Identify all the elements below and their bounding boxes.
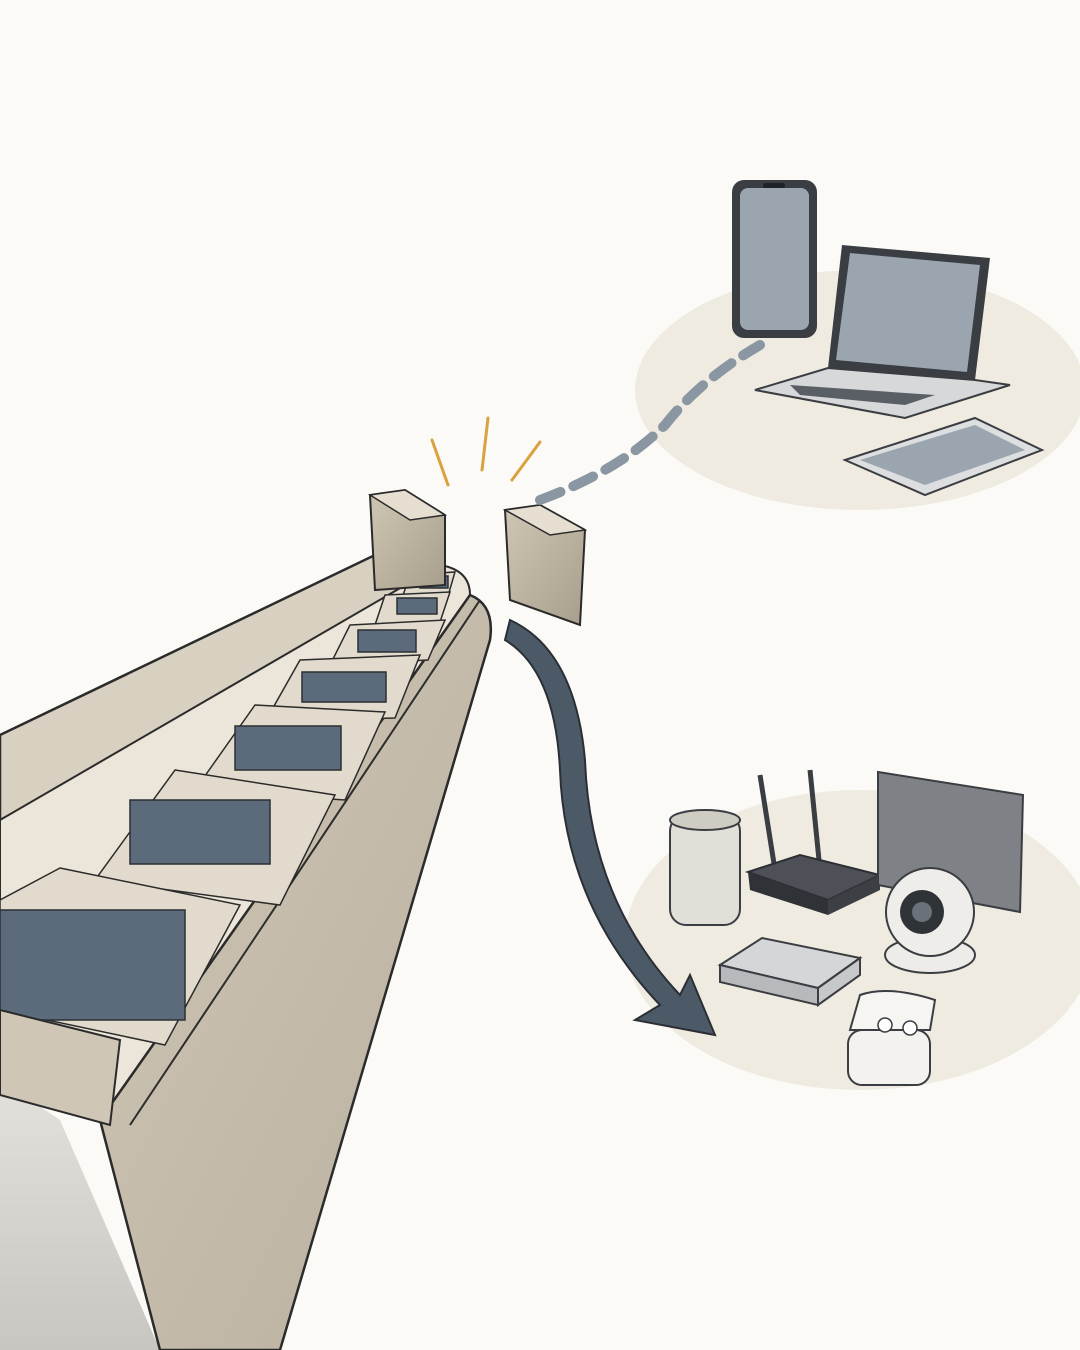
chip-icon — [234, 725, 342, 771]
gate-block-left — [367, 488, 448, 592]
everyday-route-arrow — [503, 618, 717, 1037]
wifi-router-icon — [744, 769, 883, 915]
smartphone-icon — [732, 180, 817, 338]
security-camera-icon — [884, 867, 976, 974]
chip-tray-5 — [193, 704, 387, 801]
chip-icon — [0, 909, 186, 1021]
chip-icon — [129, 799, 271, 865]
premium-route-dashed — [535, 340, 765, 505]
chip-tray-6 — [93, 769, 337, 906]
gate-block-right — [502, 503, 588, 627]
tablet-icon — [842, 416, 1045, 497]
chip-tray-8-front-wall — [0, 1008, 122, 1127]
chip-tray-far-2 — [373, 591, 452, 626]
smart-speaker-icon — [669, 809, 741, 926]
floor-shadow — [0, 1080, 160, 1350]
laptop-icon — [754, 245, 1011, 420]
chip-tray-4 — [263, 654, 422, 723]
chip-tray-3 — [328, 619, 447, 666]
spark-icon — [430, 416, 542, 487]
conveyor-front-rim — [129, 599, 481, 1126]
chip-tray-7 — [0, 867, 242, 1046]
chip-icon — [396, 597, 438, 615]
set-top-box-icon — [717, 936, 863, 1007]
chip-icon — [357, 629, 417, 653]
earbuds-case-icon — [847, 990, 937, 1086]
conveyor-front-wall — [98, 593, 493, 1350]
chip-icon — [301, 671, 387, 703]
